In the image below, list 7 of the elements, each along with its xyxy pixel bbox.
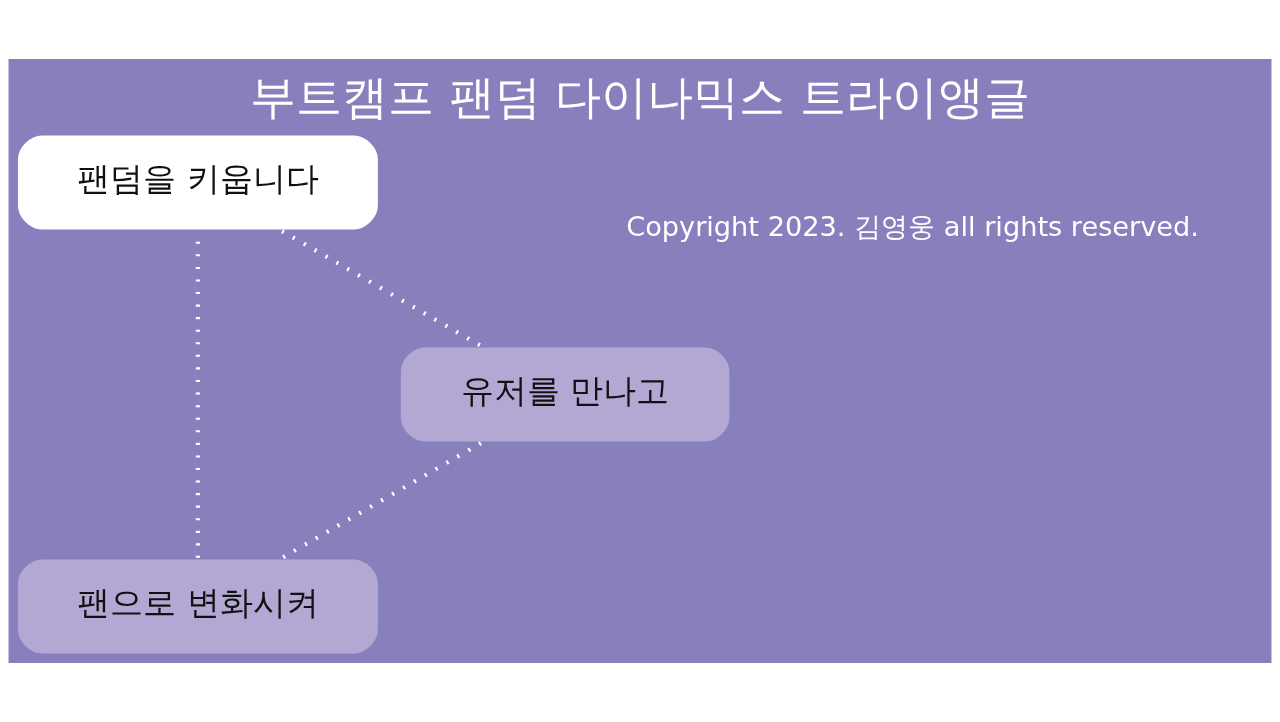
label: Copyright 2023. 김영웅 all rights reserved.	[626, 211, 1199, 243]
node-box: 팬으로 변화시켜	[15, 557, 380, 656]
node-box: 유저를 만나고	[398, 345, 732, 444]
diagram-title: 부트캠프 팬덤 다이나믹스 트라이앵글	[250, 69, 1030, 124]
connector	[280, 441, 482, 560]
connector	[281, 229, 483, 348]
node-box: 팬덤을 키웁니다	[15, 133, 380, 232]
